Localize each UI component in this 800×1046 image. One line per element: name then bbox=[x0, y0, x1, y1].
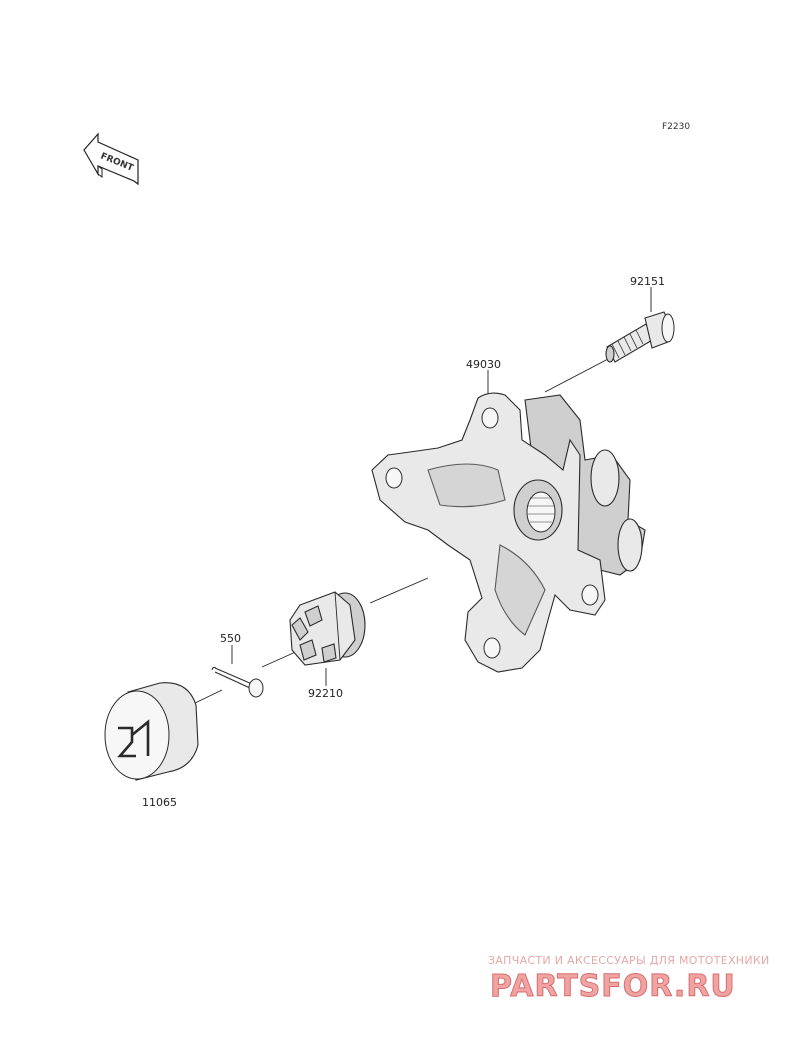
part-number-550: 550 bbox=[220, 632, 241, 645]
part-number-11065: 11065 bbox=[142, 796, 177, 809]
part-number-49030: 49030 bbox=[466, 358, 501, 371]
hub-bolt-92151 bbox=[605, 311, 675, 363]
kawasaki-logo-icon bbox=[117, 719, 150, 758]
castle-nut-92210 bbox=[289, 591, 366, 666]
part-number-92210: 92210 bbox=[308, 687, 343, 700]
hub-cap-11065 bbox=[104, 682, 199, 781]
front-arrow-icon: FRONT bbox=[83, 132, 139, 186]
cotter-pin-550 bbox=[211, 666, 264, 698]
leader-pin-to-cap bbox=[194, 689, 223, 704]
leader-hub-to-nut bbox=[369, 577, 429, 604]
diagram-code: F2230 bbox=[662, 122, 690, 132]
leader-nut-to-pin bbox=[261, 649, 301, 668]
part-number-92151: 92151 bbox=[630, 275, 665, 288]
watermark-brand: PARTSFOR.RU bbox=[490, 969, 736, 1004]
wheel-hub-49030 bbox=[371, 392, 646, 673]
watermark-tagline: ЗАПЧАСТИ И АКСЕССУАРЫ ДЛЯ МОТОТЕХНИКИ bbox=[488, 954, 770, 967]
leader-92151-axis bbox=[544, 357, 611, 393]
